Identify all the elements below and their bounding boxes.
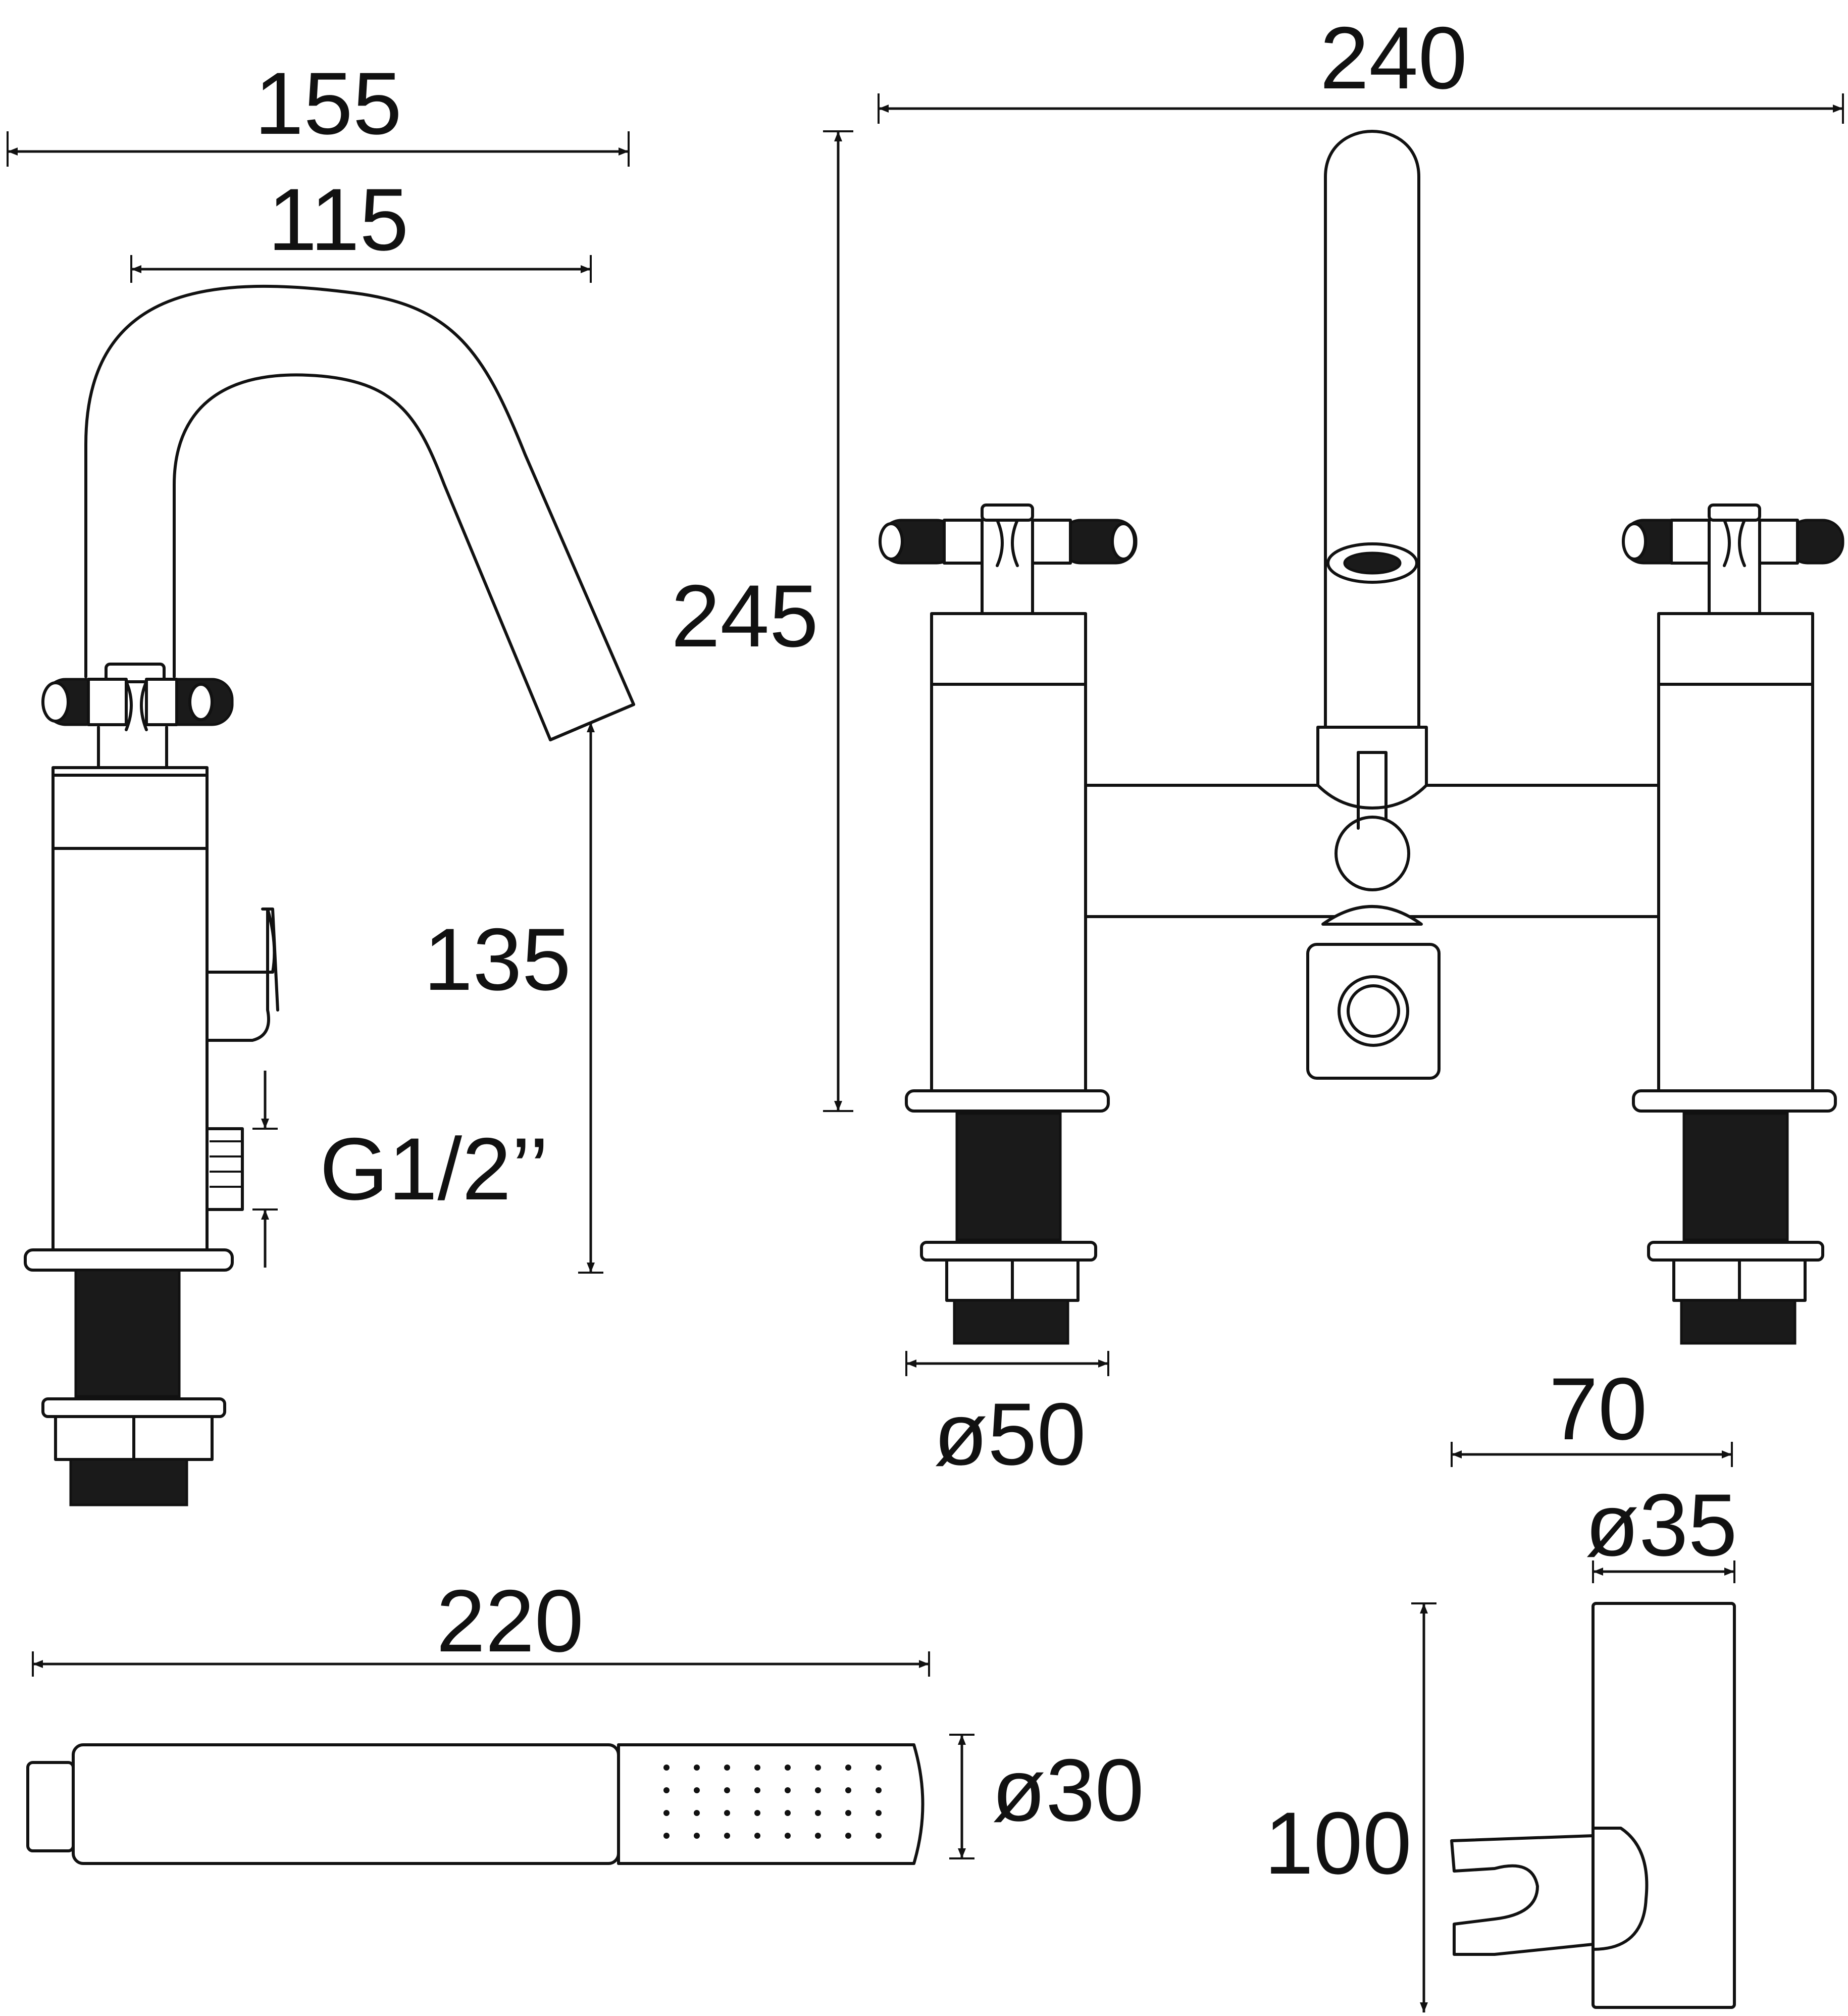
bath-shower-mixer-front-view: 240 245 ø50 [671, 9, 1844, 1484]
dim-basin-spout-reach: 115 [268, 171, 409, 269]
basin-mixer-side-view: 155 115 135 G1/2’’ [7, 55, 635, 1506]
dim-holder-height: 100 [1264, 1794, 1412, 1893]
spray-nozzles [663, 1765, 882, 1839]
dim-basin-overall-width: 155 [254, 55, 402, 153]
dim-holder-diameter: ø35 [1585, 1476, 1737, 1575]
shower-handset: 220 ø30 [26, 1572, 1144, 1865]
dim-bath-base-diameter: ø50 [934, 1385, 1086, 1484]
dim-holder-width: 70 [1549, 1360, 1648, 1458]
dim-bath-overall-width: 240 [1320, 9, 1467, 108]
dim-handset-diameter: ø30 [992, 1741, 1144, 1840]
dim-handset-length: 220 [436, 1572, 584, 1671]
dim-bath-overall-height: 245 [671, 567, 818, 666]
dim-basin-spout-height: 135 [424, 911, 571, 1009]
shower-handset-holder: 70 ø35 100 [1264, 1360, 1737, 2012]
dim-basin-inlet-thread: G1/2’’ [320, 1120, 549, 1219]
